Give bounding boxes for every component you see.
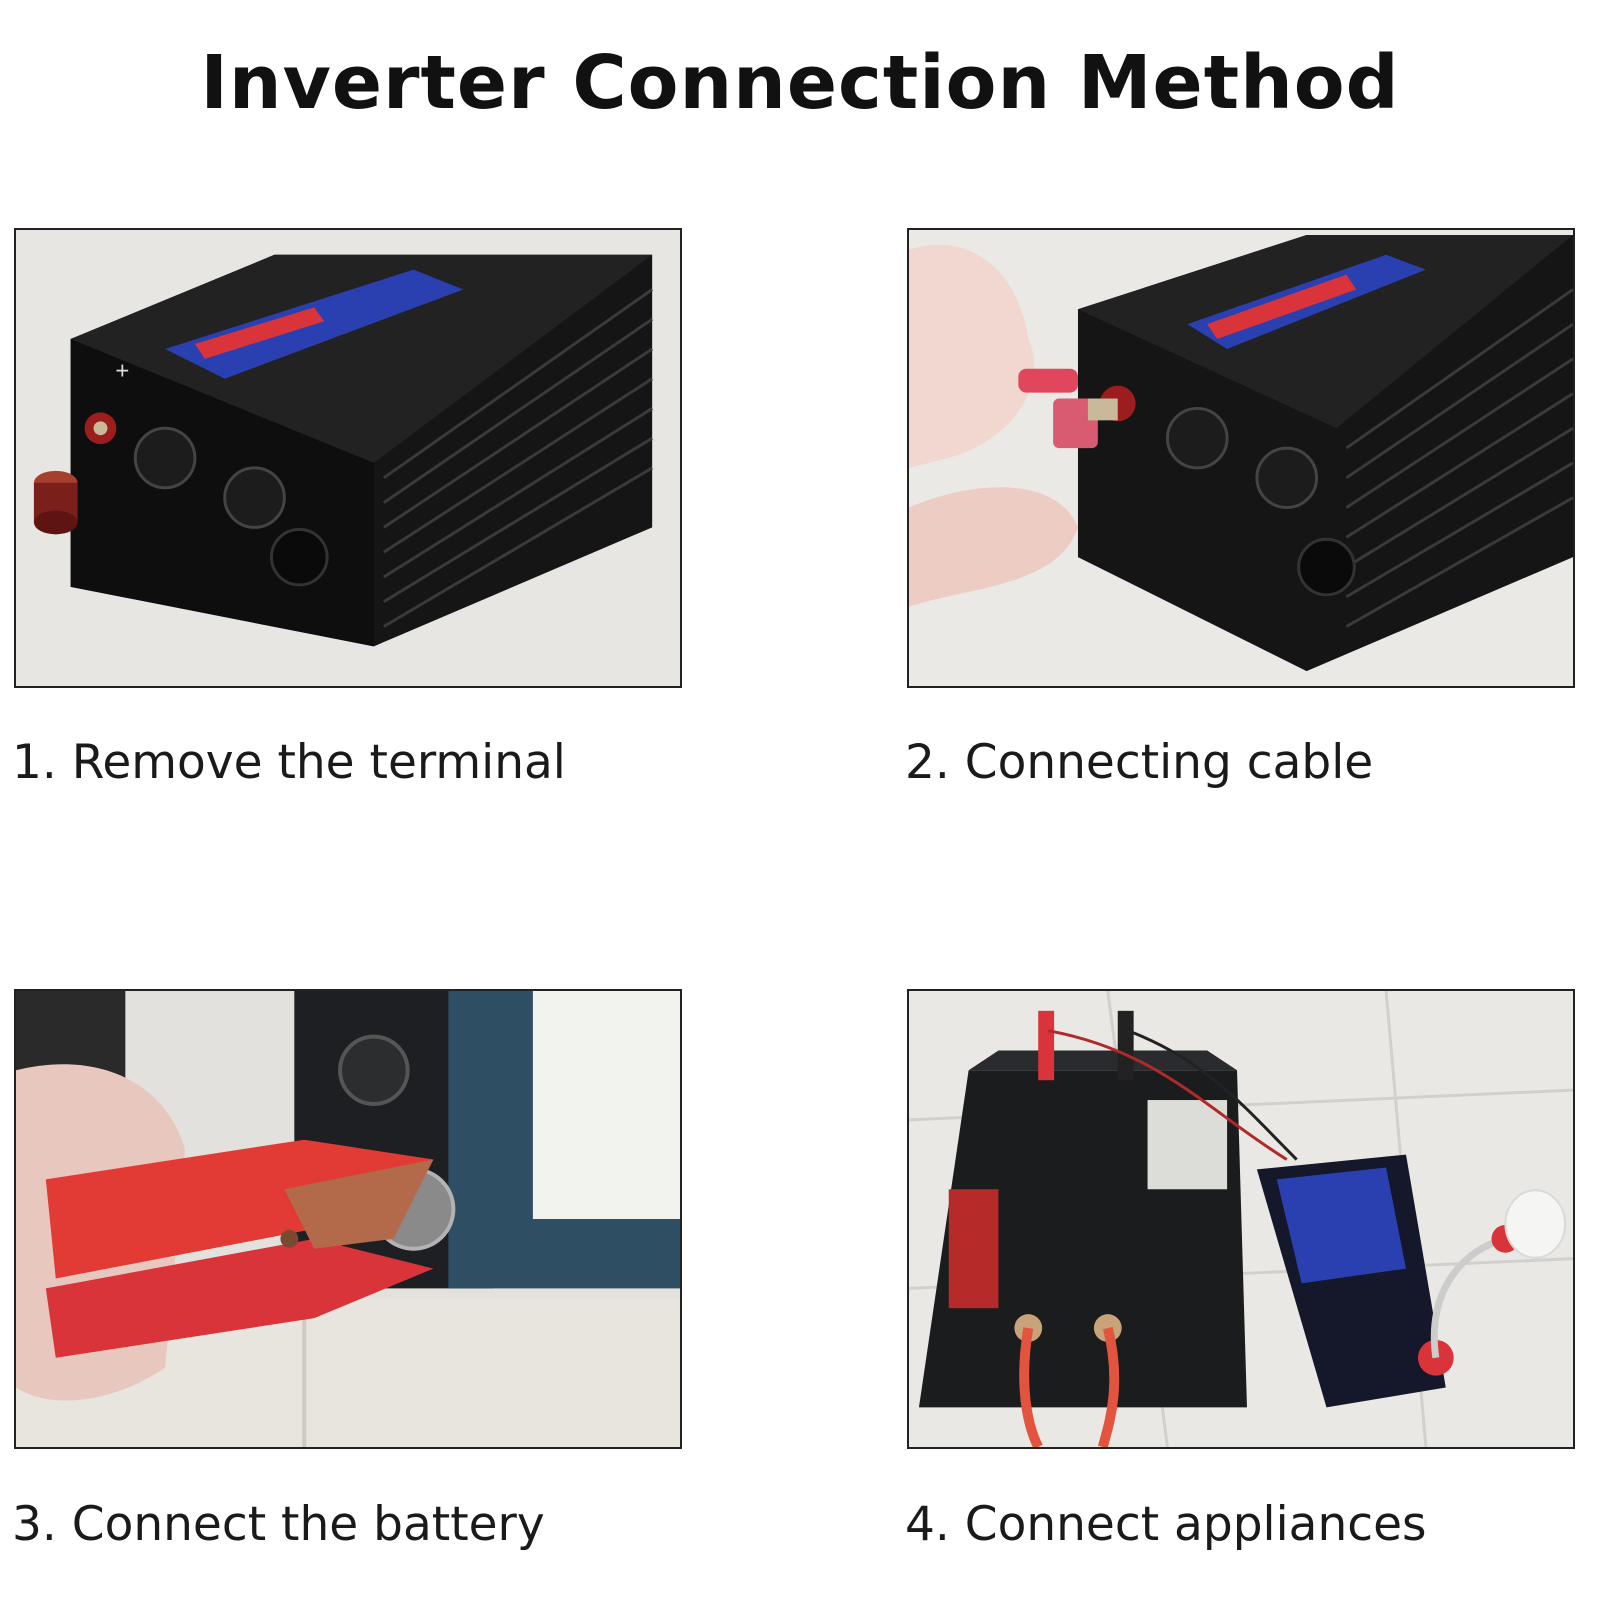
step-1-photo: + (14, 228, 682, 688)
step-2-photo (907, 228, 1575, 688)
step-4-photo (907, 989, 1575, 1449)
step-1-caption: 1. Remove the terminal (12, 735, 566, 790)
page-title: Inverter Connection Method (200, 40, 1400, 126)
step-3-caption: 3. Connect the battery (12, 1497, 545, 1552)
svg-text:+: + (115, 358, 129, 385)
step-2-caption: 2. Connecting cable (905, 735, 1374, 790)
step-4-caption: 4. Connect appliances (905, 1497, 1427, 1552)
step-3-photo (14, 989, 682, 1449)
